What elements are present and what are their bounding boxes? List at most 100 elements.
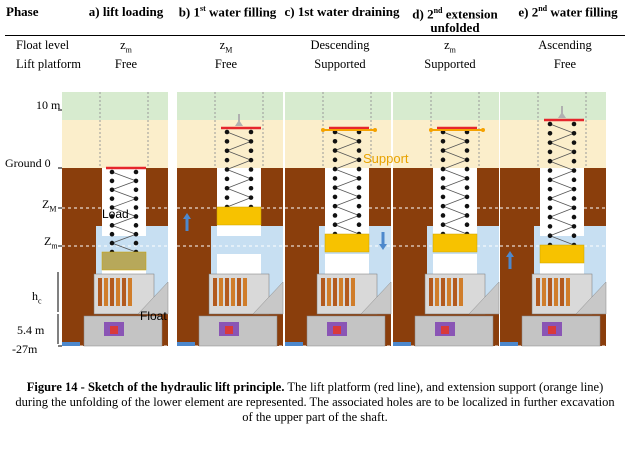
lift-platform-b: Free <box>214 57 238 71</box>
lift-joint-right <box>571 131 577 136</box>
lift-joint-right <box>571 233 577 238</box>
lift-joint-left <box>109 223 115 228</box>
machinery-bar <box>225 278 229 306</box>
scissor-lift-zigzag <box>110 171 138 253</box>
header-phase-b: b) 1st water filling <box>178 4 277 20</box>
figure-caption: Figure 14 - Sketch of the hydraulic lift… <box>15 380 615 424</box>
scissor-lift-zigzag <box>548 123 576 246</box>
drain-water <box>177 342 195 346</box>
machinery-bar <box>560 278 564 306</box>
lift-joint-right <box>133 205 139 210</box>
lift-joint-left <box>547 224 553 229</box>
phase-panel-c <box>285 92 392 347</box>
lift-joint-right <box>464 194 470 200</box>
machinery-bar <box>429 278 433 306</box>
lift-joint-left <box>440 148 446 153</box>
lift-sketch <box>57 92 607 347</box>
support-end-right <box>481 128 485 132</box>
lift-joint-right <box>464 222 470 228</box>
machinery-bar <box>548 278 552 306</box>
lift-joint-right <box>248 176 254 182</box>
sky-band <box>500 92 606 120</box>
lift-joint-right <box>464 148 470 153</box>
lift-joint-right <box>464 166 470 172</box>
pump-core-red <box>333 326 341 334</box>
lift-joint-right <box>133 178 139 184</box>
lift-joint-right <box>248 157 254 163</box>
support-label: Support <box>363 151 409 166</box>
pump-core-red <box>548 326 556 334</box>
float-level-e: Ascending <box>538 38 592 52</box>
label-5-4m: 5.4 m <box>17 323 45 337</box>
lift-joint-left <box>224 129 230 135</box>
lift-joint-left <box>440 157 446 163</box>
float-block <box>216 206 262 226</box>
lift-joint-left <box>547 214 553 220</box>
float-block <box>324 233 370 253</box>
lift-joint-left <box>109 178 115 184</box>
shaft <box>217 168 261 288</box>
machinery-bar <box>122 278 126 306</box>
lift-joint-left <box>332 203 338 209</box>
lift-joint-right <box>571 224 577 229</box>
lift-joint-left <box>224 139 230 144</box>
lift-platform-label: Lift platform <box>16 57 81 71</box>
lift-joint-right <box>356 203 362 209</box>
support-end-left <box>429 128 433 132</box>
phase-panel-d <box>393 92 500 347</box>
lift-joint-right <box>571 121 577 127</box>
lift-joint-left <box>332 185 338 190</box>
up-arrow-blue <box>183 213 191 219</box>
lift-joint-left <box>224 167 230 172</box>
lift-joint-right <box>248 195 254 200</box>
phase-panel-e <box>500 92 607 347</box>
machinery-bar <box>231 278 235 306</box>
lift-platform-a: Free <box>114 57 138 71</box>
machinery-bar <box>327 278 331 306</box>
lift-joint-right <box>464 213 470 218</box>
lift-platform-d: Supported <box>424 57 476 71</box>
lift-joint-right <box>356 166 362 172</box>
drain-water <box>62 342 80 346</box>
phase-table: Phase a) lift loading b) 1st water filli… <box>0 0 630 76</box>
lift-joint-left <box>547 205 553 211</box>
lift-joint-left <box>440 176 446 181</box>
drain-water <box>500 342 518 346</box>
lift-joint-right <box>464 185 470 190</box>
lift-joint-right <box>464 157 470 163</box>
machinery-bar <box>321 278 325 306</box>
float-level-d: zm <box>444 38 456 55</box>
float-block <box>432 233 478 253</box>
pump-core-red <box>110 326 118 334</box>
machinery-bar <box>554 278 558 306</box>
lift-joint-right <box>248 167 254 172</box>
sky-band <box>393 92 499 120</box>
machinery-bar <box>536 278 540 306</box>
lift-joint-right <box>133 169 139 175</box>
machinery-bar <box>237 278 241 306</box>
drain-water <box>393 342 411 346</box>
lift-joint-right <box>356 194 362 200</box>
phase-panel-b <box>177 92 284 347</box>
machinery-bar <box>213 278 217 306</box>
lift-joint-right <box>133 196 139 201</box>
lift-joint-left <box>109 214 115 219</box>
lift-joint-left <box>332 148 338 153</box>
shaft <box>325 168 369 288</box>
float-level-a: zm <box>120 38 132 55</box>
label-ground: Ground 0 <box>5 156 51 170</box>
machinery-bar <box>219 278 223 306</box>
lift-joint-left <box>332 176 338 181</box>
pump-core-red <box>225 326 233 334</box>
lift-joint-left <box>440 194 446 200</box>
lift-joint-right <box>133 240 139 246</box>
machinery-bar <box>116 278 120 306</box>
lift-joint-left <box>440 203 446 209</box>
machinery-bar <box>128 278 132 306</box>
lift-joint-left <box>547 168 553 173</box>
lift-joint-right <box>356 185 362 190</box>
lift-joint-left <box>440 138 446 144</box>
float-label: Float <box>140 309 167 323</box>
lift-joint-left <box>547 196 553 201</box>
